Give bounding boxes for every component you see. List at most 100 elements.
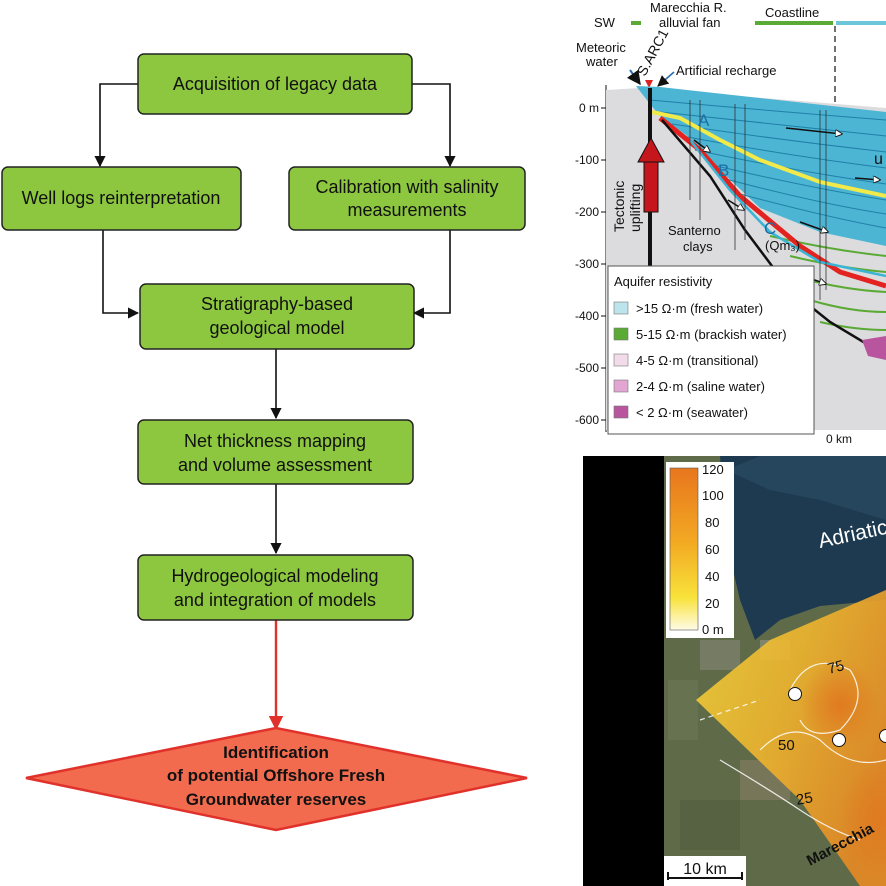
scale-tick-0: 120 [702, 462, 724, 477]
legend-label-4: < 2 Ω·m (seawater) [636, 405, 748, 420]
meteoric-arrow [626, 69, 641, 86]
scale-tick-4: 40 [705, 569, 719, 584]
legend-swatch-4 [613, 405, 629, 419]
boundary-c [689, 139, 886, 278]
legend-label-3: 2-4 Ω·m (saline water) [636, 379, 765, 394]
seawater-patch [862, 336, 886, 360]
aquifer-layers [649, 99, 886, 229]
label-well: S.ARC1 [634, 26, 672, 78]
thickness-color-scale: 120 100 80 60 40 20 0 m [666, 462, 734, 638]
label-distance: 0 km [826, 432, 852, 446]
result-diamond: Identification of potential Offshore Fre… [25, 726, 528, 832]
depth-tick-6: -600 [575, 413, 599, 427]
box-calibration: Calibration with salinity measurements [288, 166, 526, 231]
tectonic-uplift-arrow [637, 136, 665, 213]
result-line2: of potential Offshore Fresh [167, 766, 385, 785]
box-thickness-mapping: Net thickness mapping and volume assessm… [137, 419, 414, 485]
legend-label-2: 4-5 Ω·m (transitional) [636, 353, 758, 368]
map-scale-bar: 10 km [664, 856, 746, 886]
label-b: B [718, 161, 729, 180]
box-hydro-modeling: Hydrogeological modeling and integration… [137, 554, 414, 621]
label-uplift-1: Tectonic [611, 181, 627, 232]
contour-label-50: 50 [778, 737, 795, 754]
label-uplift-2: uplifting [627, 184, 643, 232]
legend-frame [607, 265, 815, 435]
depth-tick-1: -100 [575, 153, 599, 167]
box-well-logs-text: Well logs reinterpretation [22, 188, 221, 208]
legend-swatch-1 [613, 327, 629, 341]
label-sw: SW [594, 15, 616, 30]
arrow-wells-to-model [102, 230, 140, 319]
depth-tick-4: -400 [575, 309, 599, 323]
box-thickness-line1: Net thickness mapping [184, 431, 366, 451]
box-hydro-line1: Hydrogeological modeling [171, 566, 378, 586]
boundary-a [651, 110, 886, 198]
legend-swatch-3 [613, 379, 629, 393]
well-point-3 [879, 729, 886, 743]
scale-tick-3: 60 [705, 542, 719, 557]
well-point-2 [832, 733, 846, 747]
box-thickness-line2: and volume assessment [178, 455, 372, 475]
scalebar-bg [664, 856, 746, 886]
map-hotspot-2 [840, 760, 886, 880]
sea-blue-bar [836, 21, 886, 25]
legend-title: Aquifer resistivity [614, 274, 713, 289]
scale-tick-6: 0 m [702, 622, 724, 637]
recharge-arrow [657, 71, 675, 87]
label-u: u [874, 151, 883, 168]
box-geological-model-line2: geological model [209, 318, 344, 338]
flowchart: Acquisition of legacy data Well logs rei… [1, 53, 528, 832]
map-contours [699, 662, 886, 841]
scale-tick-5: 20 [705, 596, 719, 611]
label-meteoric-1: Meteoric [576, 40, 626, 55]
label-fan-1: Marecchia R. [650, 0, 727, 15]
depth-ticks: 0 m -100 -200 -300 -400 -500 -600 [575, 101, 606, 427]
scale-gradient [669, 467, 699, 631]
fan-green-bar [755, 21, 833, 25]
label-fan-2: alluvial fan [659, 15, 720, 30]
scale-tick-1: 100 [702, 488, 724, 503]
legend-swatch-0 [613, 301, 629, 315]
contour-label-75: 75 [826, 657, 847, 678]
arrow-to-well-logs [94, 83, 138, 168]
box-hydro-line2: and integration of models [174, 590, 376, 610]
box-acquisition: Acquisition of legacy data [137, 53, 413, 115]
result-line1: Identification [223, 743, 329, 762]
depth-tick-5: -500 [575, 361, 599, 375]
result-line3: Groundwater reserves [186, 790, 366, 809]
box-geological-model-line1: Stratigraphy-based [201, 294, 353, 314]
arrow-to-calibration [412, 83, 456, 168]
thickness-map: 75 50 25 Marecchia Adriatic 120 100 80 6… [583, 456, 886, 886]
depth-tick-3: -300 [575, 257, 599, 271]
legend-label-1: 5-15 Ω·m (brackish water) [636, 327, 787, 342]
label-recharge: Artificial recharge [676, 63, 776, 78]
scale-tick-2: 80 [705, 515, 719, 530]
resistivity-legend: Aquifer resistivity >15 Ω·m (fresh water… [607, 265, 815, 435]
map-sea-shade [726, 456, 886, 520]
sw-green-bar [631, 21, 641, 25]
label-santerno-2: clays [683, 239, 713, 254]
label-a: A [698, 111, 710, 130]
box-acquisition-text: Acquisition of legacy data [173, 74, 378, 94]
box-calibration-line2: measurements [347, 200, 466, 220]
label-meteoric-2: water [585, 54, 618, 69]
well-point-1 [788, 687, 802, 701]
contour-label-25: 25 [795, 789, 814, 809]
well-marker [645, 80, 653, 88]
box-well-logs: Well logs reinterpretation [1, 166, 242, 231]
well-log-traces [689, 100, 827, 300]
legend-swatch-2 [613, 353, 629, 367]
cross-section: SW Marecchia R. alluvial fan Coastline M… [575, 0, 886, 446]
depth-tick-0: 0 m [579, 101, 599, 115]
box-calibration-line1: Calibration with salinity [315, 177, 498, 197]
label-qm: (Qm₃) [765, 238, 800, 253]
label-santerno-1: Santerno [668, 223, 721, 238]
label-c: C [764, 219, 776, 238]
scalebar-label: 10 km [683, 861, 727, 878]
map-hotspot-1 [800, 660, 880, 750]
legend-label-0: >15 Ω·m (fresh water) [636, 301, 763, 316]
label-coastline: Coastline [765, 5, 819, 20]
arrow-calibration-to-model [412, 230, 451, 319]
